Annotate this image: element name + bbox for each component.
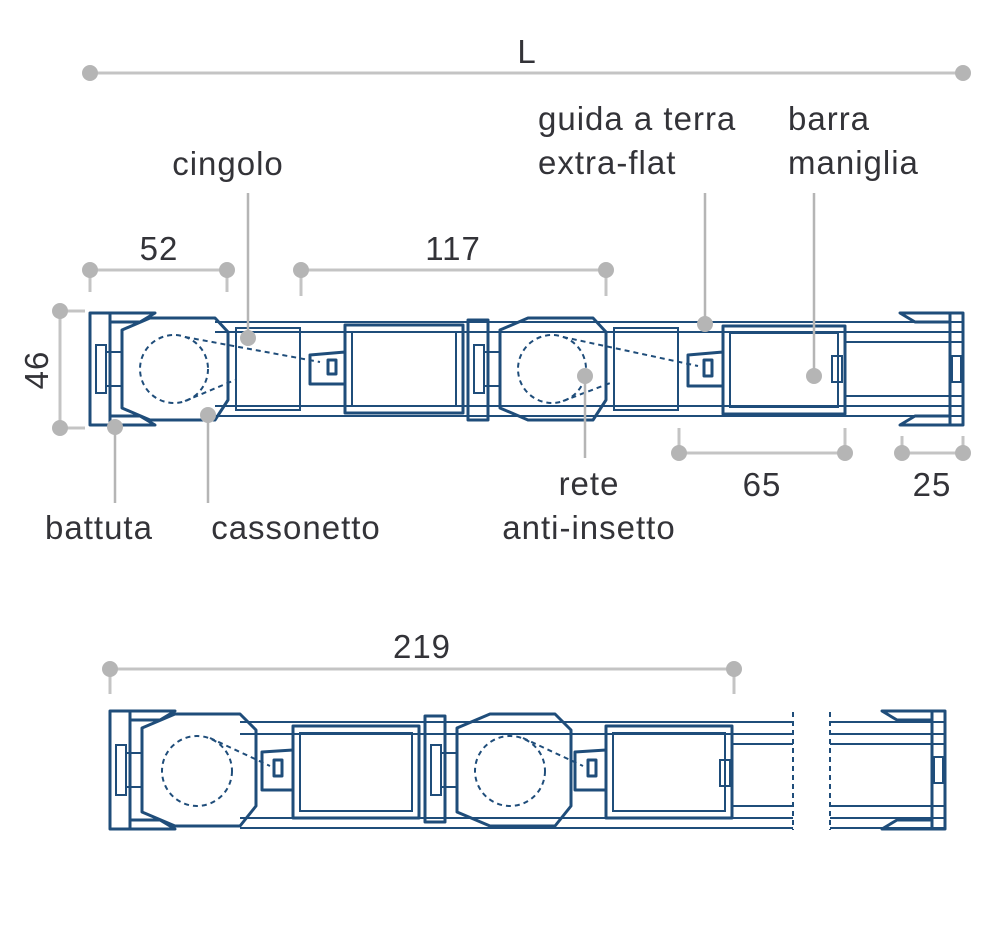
label-cingolo: cingolo: [172, 145, 284, 182]
dimension-219-label: 219: [393, 628, 451, 665]
profile-bottom: [108, 709, 947, 831]
label-rete-line2: anti-insetto: [502, 509, 675, 546]
dimension-65: 65: [671, 428, 853, 503]
profile-top: [88, 311, 965, 427]
label-guida-line1: guida a terra: [538, 100, 736, 137]
dimension-46: 46: [18, 303, 85, 436]
leaders-top: [107, 193, 822, 503]
label-guida-line2: extra-flat: [538, 144, 676, 181]
dimension-117-label: 117: [425, 230, 481, 267]
label-rete-line1: rete: [559, 465, 620, 502]
dimension-25: 25: [894, 436, 971, 503]
dimension-25-label: 25: [913, 466, 952, 503]
dimension-65-label: 65: [743, 466, 782, 503]
dimension-overall: L: [82, 33, 971, 81]
label-barra-line1: barra: [788, 100, 870, 137]
label-barra-line2: maniglia: [788, 144, 919, 181]
dimension-52: 52: [82, 230, 235, 292]
label-cassonetto: cassonetto: [211, 509, 381, 546]
dimension-117: 117: [293, 230, 614, 296]
dimension-46-label: 46: [18, 351, 55, 390]
label-battuta: battuta: [45, 509, 153, 546]
dimension-219: 219: [102, 628, 742, 694]
dimension-overall-label: L: [517, 33, 536, 70]
dimension-52-label: 52: [140, 230, 179, 267]
